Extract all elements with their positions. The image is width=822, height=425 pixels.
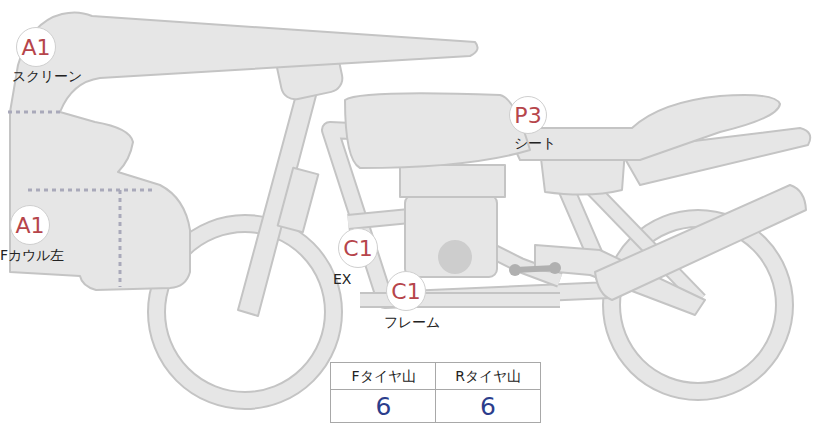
callout: C1EX xyxy=(338,228,378,268)
callout-number: C1 xyxy=(338,228,378,268)
callout-number: A1 xyxy=(16,27,56,67)
callout: C1フレーム xyxy=(386,271,426,311)
engine-head xyxy=(400,165,505,197)
table-value: 6 xyxy=(376,392,392,421)
part-name: Fカウル左 xyxy=(0,247,64,264)
callout: A1Fカウル左 xyxy=(10,205,50,245)
fuel-tank xyxy=(345,93,530,168)
callout: A1スクリーン xyxy=(16,27,56,67)
seat xyxy=(505,95,780,160)
part-name: EX xyxy=(333,271,351,288)
part-name: シート xyxy=(514,135,556,152)
callout-number: P3 xyxy=(509,96,547,134)
muffler xyxy=(595,185,806,300)
engine-cover xyxy=(438,240,472,274)
part-name: フレーム xyxy=(384,314,440,331)
table-header: Fタイヤ山 xyxy=(351,368,415,386)
table-cell: Rタイヤ山 xyxy=(435,362,541,391)
table-header: Rタイヤ山 xyxy=(455,368,521,386)
front-cowl xyxy=(10,12,478,290)
engine-block xyxy=(405,195,497,277)
fork-cover xyxy=(278,168,319,233)
table-cell: 6 xyxy=(330,389,437,423)
callout: P3シート xyxy=(509,96,547,134)
callout-number: C1 xyxy=(386,271,426,311)
front-fork xyxy=(238,80,318,316)
table-cell: 6 xyxy=(435,389,541,423)
callout-number: A1 xyxy=(10,205,50,245)
part-name: スクリーン xyxy=(12,68,82,85)
table-cell: Fタイヤ山 xyxy=(330,362,437,391)
table-value: 6 xyxy=(480,392,496,421)
